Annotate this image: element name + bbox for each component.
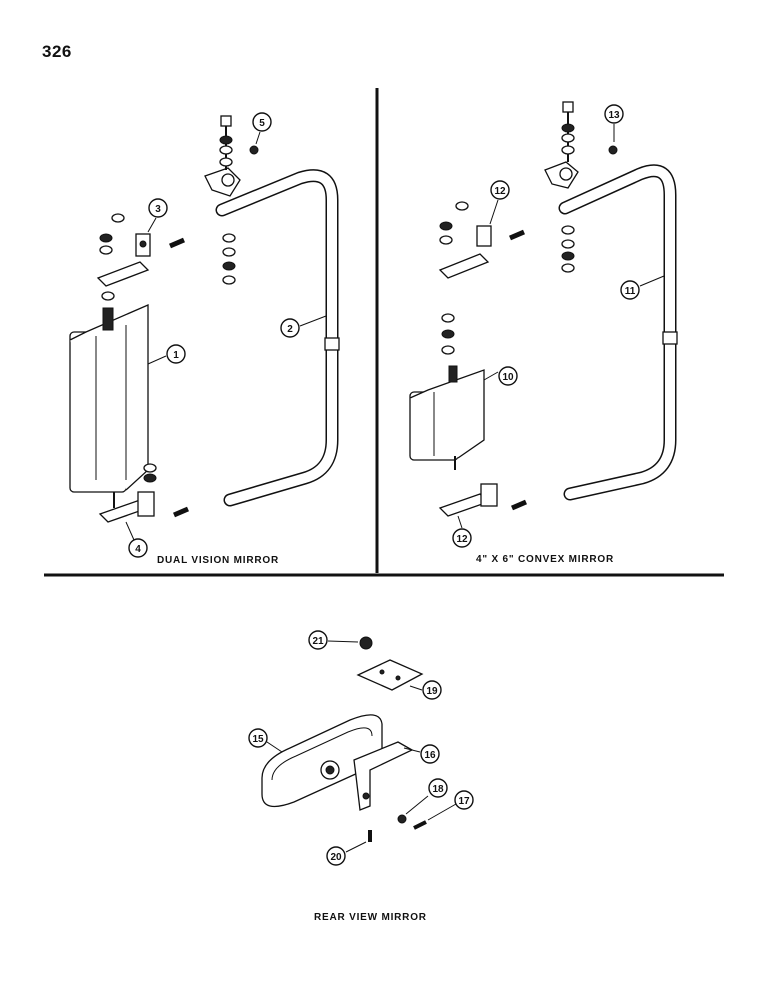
callout-18: 18 xyxy=(428,778,448,798)
convex-mirror-head xyxy=(409,365,485,470)
section-title-dual-vision: DUAL VISION MIRROR xyxy=(157,555,279,566)
rear-bolt xyxy=(413,820,427,830)
svg-text:11: 11 xyxy=(625,286,636,297)
upper-mirror-bracket xyxy=(96,261,150,287)
callout-16: 16 xyxy=(420,744,440,764)
callout-3: 3 xyxy=(148,198,168,218)
dual-vision-mirror-group: 1 2 3 4 5 xyxy=(69,112,340,558)
page-number: 326 xyxy=(42,42,72,61)
svg-text:3: 3 xyxy=(155,204,161,215)
svg-text:15: 15 xyxy=(252,734,264,745)
rear-view-mirror-head xyxy=(261,714,383,808)
svg-text:2: 2 xyxy=(287,324,293,335)
section-title-convex: 4" X 6" CONVEX MIRROR xyxy=(476,554,614,565)
convex-upper-bracket xyxy=(438,253,490,279)
svg-text:4: 4 xyxy=(135,544,141,555)
svg-text:12: 12 xyxy=(456,534,468,545)
svg-text:5: 5 xyxy=(259,118,265,129)
callout-12-lower: 12 xyxy=(452,528,472,548)
rear-nut xyxy=(359,636,373,650)
svg-text:19: 19 xyxy=(426,686,438,697)
callout-12-upper: 12 xyxy=(490,180,510,200)
convex-arm-tube xyxy=(558,164,677,501)
callout-5: 5 xyxy=(252,112,272,132)
mirror-arm-tube xyxy=(215,169,339,507)
rear-mirror-bracket xyxy=(353,741,414,811)
section-title-rear-view: REAR VIEW MIRROR xyxy=(314,912,427,923)
callout-2: 2 xyxy=(280,318,300,338)
rear-view-mirror-group: 21 19 15 16 18 17 20 xyxy=(248,630,474,866)
callout-20: 20 xyxy=(326,846,346,866)
svg-text:20: 20 xyxy=(330,852,342,863)
svg-text:12: 12 xyxy=(494,186,506,197)
callout-15: 15 xyxy=(248,728,268,748)
callout-21: 21 xyxy=(308,630,328,650)
svg-text:13: 13 xyxy=(608,110,620,121)
svg-text:17: 17 xyxy=(458,796,470,807)
svg-text:16: 16 xyxy=(424,750,436,761)
callout-19: 19 xyxy=(422,680,442,700)
callout-1: 1 xyxy=(166,344,186,364)
dual-vision-mirror-head xyxy=(69,291,149,493)
svg-text:10: 10 xyxy=(502,372,514,383)
callout-10: 10 xyxy=(498,366,518,386)
svg-text:21: 21 xyxy=(312,636,324,647)
rear-small-nut xyxy=(397,814,407,824)
svg-text:18: 18 xyxy=(432,784,444,795)
callout-13: 13 xyxy=(604,104,624,124)
convex-mirror-group: 10 11 12 12 13 xyxy=(409,101,678,548)
convex-top-bolt xyxy=(562,101,574,113)
top-bolt xyxy=(220,115,232,127)
callout-4: 4 xyxy=(128,538,148,558)
callout-17: 17 xyxy=(454,790,474,810)
mounting-plate xyxy=(356,659,424,691)
svg-text:1: 1 xyxy=(173,350,179,361)
callout-11: 11 xyxy=(620,280,640,300)
